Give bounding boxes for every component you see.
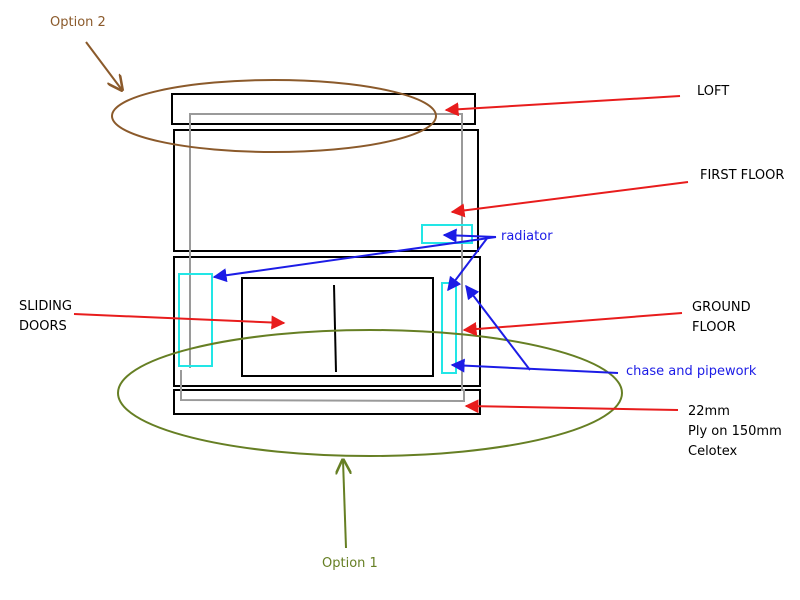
first-floor-box	[173, 129, 479, 252]
option2-label: Option 2	[50, 15, 106, 30]
option1-label: Option 1	[322, 556, 378, 571]
option1-arrow	[343, 460, 346, 549]
slab-arrow	[464, 399, 679, 414]
radiator-arrow-chase	[447, 236, 489, 292]
sliding-doors-box	[241, 277, 434, 377]
label-arrows	[73, 95, 689, 414]
floor-slab-box	[173, 389, 481, 415]
sliding-doors-divider	[333, 284, 337, 373]
pipework-loop	[180, 113, 465, 403]
slab-label-line1: 22mm	[688, 404, 730, 419]
ground-floor-box	[173, 256, 481, 387]
sliding-doors-label-line1: SLIDING	[19, 299, 72, 314]
ground-floor-arrow	[462, 312, 683, 336]
chase-arrow-upper	[465, 284, 531, 371]
ground-floor-label-line2: FLOOR	[692, 320, 736, 335]
chase-arrow-lower	[450, 358, 619, 374]
sliding-doors-label-line2: DOORS	[19, 319, 67, 334]
loft-label: LOFT	[697, 84, 730, 99]
first-floor-label: FIRST FLOOR	[700, 168, 785, 183]
option2-arrow	[85, 41, 122, 90]
radiator-label: radiator	[501, 229, 553, 244]
radiator-arrow-first-floor	[442, 228, 497, 243]
option2-ellipse	[111, 79, 437, 153]
slab-label-line2: Ply on 150mm	[688, 424, 782, 439]
chase-label: chase and pipework	[626, 364, 757, 379]
sliding-doors-arrow	[73, 313, 286, 330]
building-outline	[171, 93, 481, 415]
annotation-arrows	[212, 228, 619, 374]
radiator-arrow-left	[212, 236, 497, 283]
first-floor-radiator	[421, 224, 473, 244]
slab-label-line3: Celotex	[688, 444, 738, 459]
option1-ellipse	[117, 329, 623, 457]
loft-box	[171, 93, 476, 125]
ground-floor-label-line1: GROUND	[692, 300, 751, 315]
ground-floor-chase	[441, 282, 457, 374]
first-floor-arrow	[450, 181, 689, 218]
loft-arrow	[444, 95, 681, 117]
